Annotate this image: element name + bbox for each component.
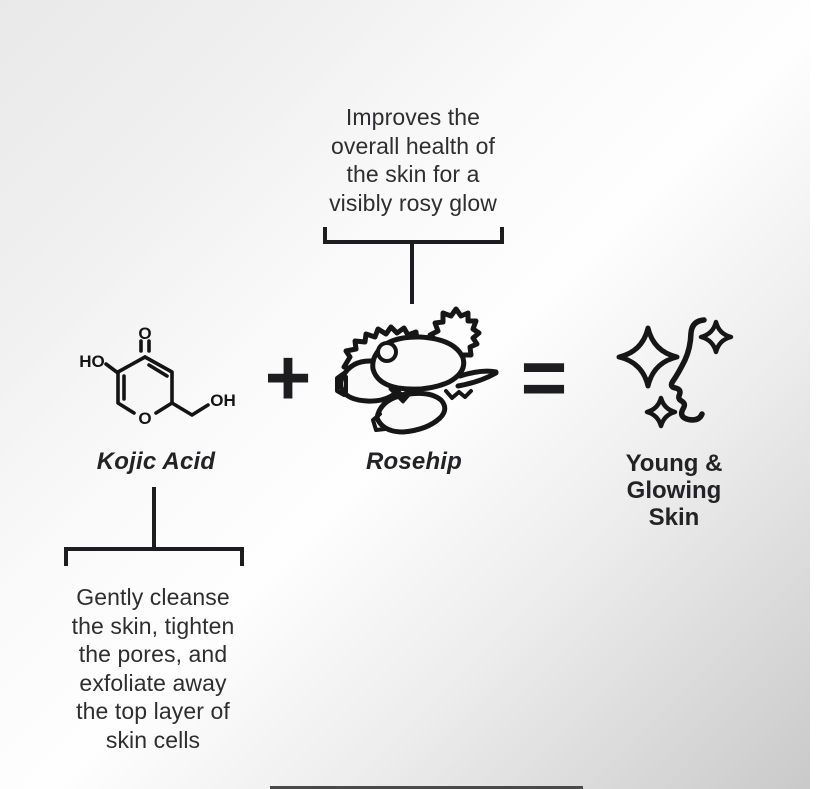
top-right-sparkle-icon [698,319,734,355]
face-profile-icon [668,317,707,423]
equals-operator: = [520,333,568,422]
kojic-acid-label: Kojic Acid [96,448,216,475]
sparkles-face-icon [603,310,748,440]
carbonyl-oxygen-label: O [138,324,151,343]
top-bracket-stem [410,244,414,304]
bottom-bracket-left-tick [64,547,68,566]
bottom-bracket-stem [152,487,156,549]
rosehip-benefit-text: Improves the overall health of the skin … [329,104,497,216]
result-label: Young & Glowing Skin [625,450,723,531]
ho-label: HO [79,352,105,371]
top-bracket-right-tick [500,227,504,244]
rosehip-label: Rosehip [365,448,463,475]
rosehip-illustration-icon [330,303,502,441]
bottom-edge-line [270,786,583,789]
oh-label: OH [210,391,236,410]
right-white-strip [810,0,828,789]
kojic-acid-molecule-icon: O O HO OH [70,315,245,440]
bottom-sparkle-icon [644,395,678,429]
large-sparkle-icon [616,325,680,389]
bottom-bracket-right-tick [240,547,244,566]
kojic-benefit-text: Gently cleanse the skin, tighten the por… [71,584,235,753]
ring-oxygen-label: O [138,409,151,428]
bottom-bracket-bar [64,547,244,551]
top-bracket-bar [323,240,504,244]
plus-operator: + [264,333,312,422]
top-bracket-left-tick [323,227,327,244]
